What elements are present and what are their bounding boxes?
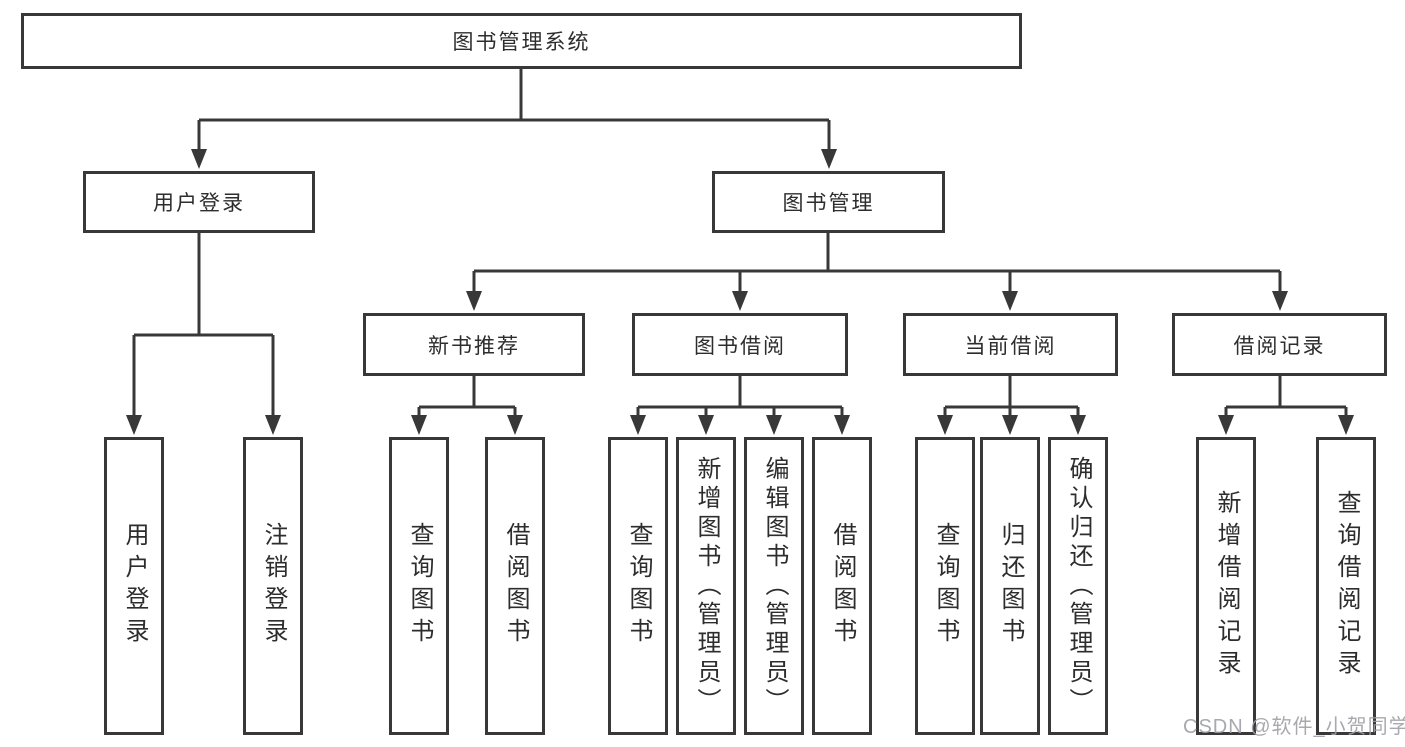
- arrowhead: [834, 415, 850, 435]
- node-label: 查询图书: [625, 522, 652, 650]
- node-label: 借阅图书: [829, 522, 856, 650]
- leaf-br-add-borrow-record: 新增借阅记录: [1196, 437, 1256, 735]
- node-user-login: 用户登录: [83, 171, 315, 233]
- leaf-nb-borrow-books: 借阅图书: [485, 437, 545, 735]
- arrowhead: [126, 415, 142, 435]
- node-label: 图书借阅: [694, 334, 786, 358]
- arrowhead: [191, 149, 207, 169]
- node-label: 查询借阅记录: [1333, 490, 1360, 682]
- node-label: 用户登录: [121, 522, 148, 650]
- connector-book-management: [466, 233, 1288, 311]
- node-label: 当前借阅: [964, 334, 1057, 358]
- leaf-bb-edit-books-admin: 编辑图书（管理员）: [744, 437, 804, 735]
- arrowhead: [698, 415, 714, 435]
- arrowhead: [1002, 291, 1018, 311]
- node-label: 注销登录: [260, 522, 287, 650]
- node-label: 借阅图书: [502, 522, 529, 650]
- arrowhead: [1218, 415, 1234, 435]
- arrowhead: [1002, 415, 1018, 435]
- connector-borrow-records: [1218, 376, 1354, 435]
- arrowhead: [766, 415, 782, 435]
- arrowhead: [507, 415, 523, 435]
- connector-root: [191, 69, 837, 169]
- csdn-watermark: CSDN @软件_小贺同学: [1183, 716, 1405, 738]
- connector-current-borrow: [937, 376, 1086, 435]
- arrowhead: [1338, 415, 1354, 435]
- arrowhead: [1070, 415, 1086, 435]
- node-label: 归还图书: [997, 522, 1024, 650]
- leaf-nb-query-books: 查询图书: [389, 437, 449, 735]
- node-current-borrow: 当前借阅: [903, 313, 1118, 376]
- node-new-book-recommend: 新书推荐: [363, 313, 585, 376]
- leaf-br-query-borrow-record: 查询借阅记录: [1316, 437, 1376, 735]
- connector-user-login: [126, 233, 281, 435]
- node-label: 新增图书（管理员）: [693, 455, 720, 717]
- leaf-bb-query-books: 查询图书: [608, 437, 668, 735]
- arrowhead: [265, 415, 281, 435]
- arrowhead: [411, 415, 427, 435]
- node-label: 图书管理: [782, 192, 875, 215]
- leaf-cb-query-books: 查询图书: [915, 437, 975, 735]
- node-label: 图书管理系统: [452, 31, 591, 54]
- leaf-cb-confirm-return-admin: 确认归还（管理员）: [1048, 437, 1108, 735]
- node-label: 借阅记录: [1233, 334, 1326, 358]
- node-label: 新增借阅记录: [1213, 490, 1240, 682]
- node-book-borrow: 图书借阅: [632, 313, 848, 376]
- node-label: 查询图书: [406, 522, 433, 650]
- node-root: 图书管理系统: [21, 13, 1022, 69]
- leaf-user-login: 用户登录: [104, 437, 164, 735]
- connector-new-book-recommend: [411, 376, 523, 435]
- arrowhead: [1272, 291, 1288, 311]
- node-book-management: 图书管理: [712, 171, 945, 233]
- arrowhead: [937, 415, 953, 435]
- node-label: 查询图书: [932, 522, 959, 650]
- arrowhead: [732, 291, 748, 311]
- node-label: 新书推荐: [428, 334, 520, 358]
- node-label: 确认归还（管理员）: [1065, 455, 1092, 717]
- leaf-bb-borrow-books: 借阅图书: [812, 437, 872, 735]
- leaf-cb-return-books: 归还图书: [980, 437, 1040, 735]
- arrowhead: [821, 149, 837, 169]
- arrowhead: [630, 415, 646, 435]
- node-label: 用户登录: [153, 192, 245, 215]
- leaf-bb-add-books-admin: 新增图书（管理员）: [676, 437, 736, 735]
- arrowhead: [466, 291, 482, 311]
- node-label: 编辑图书（管理员）: [761, 455, 788, 717]
- leaf-logout-login: 注销登录: [243, 437, 303, 735]
- connector-book-borrow: [630, 376, 850, 435]
- node-borrow-records: 借阅记录: [1172, 313, 1387, 376]
